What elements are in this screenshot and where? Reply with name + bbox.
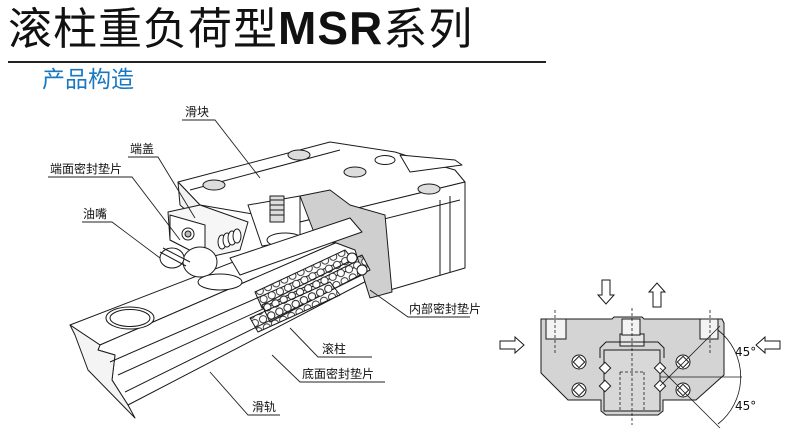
callout-slider-block: 滑块 (185, 105, 209, 119)
title-model: MSR (278, 2, 384, 54)
callout-end-cap: 端盖 (130, 142, 154, 156)
callout-bottom-seal: 底面密封垫片 (302, 366, 374, 381)
title-cn-prefix: 滚柱重负荷型 (8, 4, 278, 55)
linear-guide-illustration (69, 141, 466, 419)
title-divider (8, 61, 546, 63)
callout-roller: 滚柱 (322, 341, 346, 356)
callout-rail: 滑轨 (252, 400, 276, 414)
angle-label-lower: 45° (735, 399, 756, 413)
slider-block-body (177, 141, 466, 299)
title-cn-suffix: 系列 (383, 4, 474, 55)
callout-end-seal: 端面密封垫片 (50, 161, 122, 176)
end-cap-body (167, 204, 249, 259)
arrow-left-icon (755, 335, 781, 355)
angle-label-upper: 45° (735, 345, 756, 359)
leader-lines (48, 119, 470, 416)
arrow-up-icon (647, 282, 667, 308)
callout-inner-seal: 内部密封垫片 (409, 301, 481, 316)
page-title: 滚柱重负荷型MSR系列 (8, 2, 473, 56)
arrow-down-icon (596, 279, 616, 305)
roller-chains (229, 217, 371, 333)
section-subtitle: 产品构造 (42, 67, 134, 93)
arrow-right-icon (499, 335, 525, 355)
grease-nipple-body (159, 246, 243, 291)
recirculation-holes (571, 354, 691, 398)
spring-icon (217, 228, 242, 250)
callout-grease-nipple: 油嘴 (83, 207, 107, 221)
cross-section-diagram (499, 279, 781, 429)
